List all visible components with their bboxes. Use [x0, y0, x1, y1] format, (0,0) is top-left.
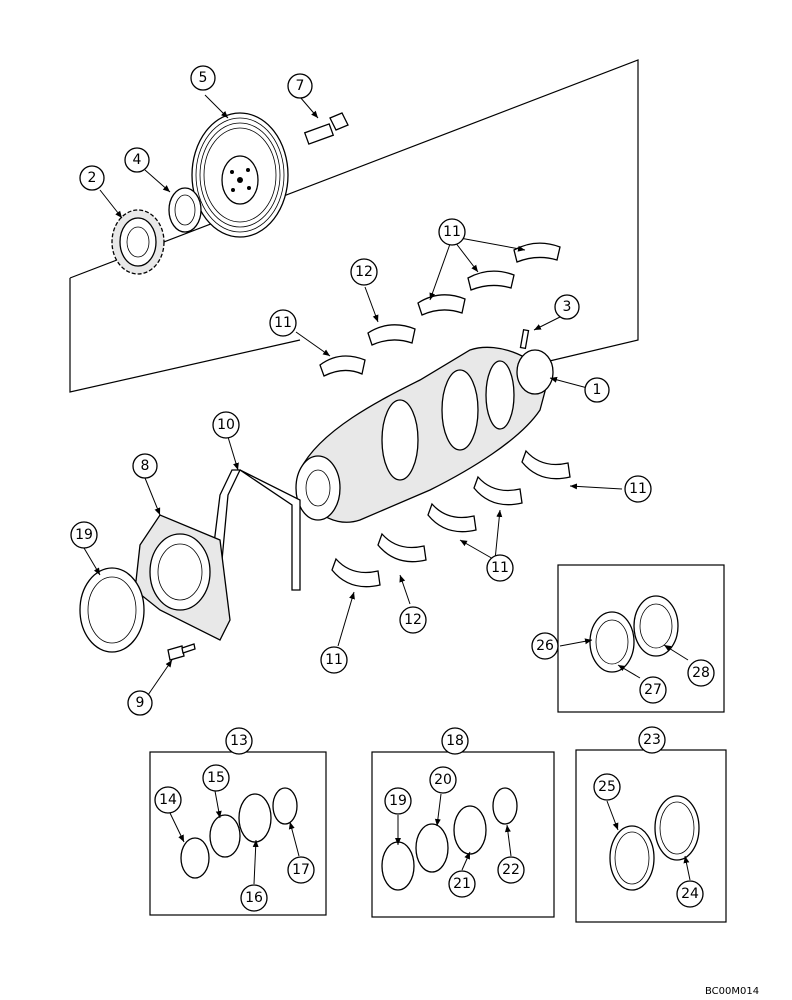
svg-text:11: 11	[629, 481, 647, 497]
callout-2: 2	[79, 165, 105, 191]
svg-text:19: 19	[75, 527, 93, 543]
kit-13-parts	[180, 787, 298, 879]
callout-26: 26	[531, 632, 559, 660]
kit-box-23	[575, 749, 727, 923]
callout-8: 8	[132, 453, 158, 479]
callout-11-top: 11	[438, 218, 466, 246]
rear-seal-ring	[79, 567, 145, 653]
crankshaft	[295, 346, 554, 523]
callout-25: 25	[593, 773, 621, 801]
pulley-bolt	[303, 112, 349, 145]
svg-text:23: 23	[643, 732, 661, 748]
svg-text:11: 11	[491, 560, 509, 576]
callout-11-right: 11	[624, 475, 652, 503]
svg-text:26: 26	[536, 638, 554, 654]
callout-5: 5	[190, 65, 216, 91]
callout-13: 13	[225, 727, 253, 755]
svg-text:18: 18	[446, 733, 464, 749]
crankshaft-gear	[111, 209, 165, 275]
svg-text:25: 25	[598, 779, 616, 795]
svg-text:4: 4	[133, 152, 142, 168]
dowel-pin	[519, 329, 530, 350]
svg-text:2: 2	[88, 170, 97, 186]
svg-text:19: 19	[389, 793, 407, 809]
bearing-shells-lower	[331, 449, 571, 588]
svg-text:3: 3	[563, 299, 572, 315]
svg-text:5: 5	[199, 70, 208, 86]
callout-27: 27	[639, 676, 667, 704]
svg-text:20: 20	[434, 772, 452, 788]
callout-22: 22	[497, 856, 525, 884]
callout-12-bottom: 12	[399, 606, 427, 634]
callout-14: 14	[154, 786, 182, 814]
rear-seal-housing	[134, 514, 231, 641]
figure-code: BC00M014	[705, 986, 759, 997]
callout-11-bottom: 11	[320, 646, 348, 674]
callout-3: 3	[554, 294, 580, 320]
callout-19-main: 19	[70, 521, 98, 549]
callout-10: 10	[212, 411, 240, 439]
svg-text:9: 9	[136, 695, 145, 711]
callout-20: 20	[429, 766, 457, 794]
callout-11-middle: 11	[486, 554, 514, 582]
callout-28: 28	[687, 659, 715, 687]
svg-text:28: 28	[692, 665, 710, 681]
callout-12-top: 12	[350, 258, 378, 286]
svg-text:7: 7	[296, 78, 305, 94]
callout-7: 7	[287, 73, 313, 99]
svg-text:14: 14	[159, 792, 177, 808]
callout-19-kit: 19	[384, 787, 412, 815]
callout-9: 9	[127, 690, 153, 716]
svg-text:8: 8	[141, 458, 150, 474]
callout-11-left: 11	[269, 309, 297, 337]
svg-text:11: 11	[274, 315, 292, 331]
svg-text:11: 11	[325, 652, 343, 668]
svg-text:12: 12	[404, 612, 422, 628]
kit-box-26	[557, 564, 725, 713]
callout-23: 23	[638, 726, 666, 754]
callout-21: 21	[448, 870, 476, 898]
svg-text:22: 22	[502, 862, 520, 878]
front-group-enclosure	[69, 59, 639, 393]
svg-text:21: 21	[453, 876, 471, 892]
svg-text:10: 10	[217, 417, 235, 433]
rear-cover-gasket	[211, 469, 301, 591]
housing-bolt	[167, 643, 196, 661]
callout-17: 17	[287, 856, 315, 884]
callout-24: 24	[676, 880, 704, 908]
callout-18: 18	[441, 727, 469, 755]
kit-23-parts	[609, 795, 700, 891]
kit-26-parts	[589, 595, 679, 673]
callout-15: 15	[202, 764, 230, 792]
svg-text:13: 13	[230, 733, 248, 749]
crankshaft-pulley	[191, 112, 289, 238]
kit-18-parts	[381, 787, 518, 891]
svg-text:24: 24	[681, 886, 699, 902]
callout-4: 4	[124, 147, 150, 173]
svg-text:15: 15	[207, 770, 225, 786]
svg-text:27: 27	[644, 682, 662, 698]
svg-text:17: 17	[292, 862, 310, 878]
svg-text:12: 12	[355, 264, 373, 280]
callout-1: 1	[584, 377, 610, 403]
svg-text:1: 1	[593, 382, 602, 398]
bearing-shells-upper	[319, 242, 561, 377]
svg-text:16: 16	[245, 890, 263, 906]
callout-16: 16	[240, 884, 268, 912]
front-seal-ring	[168, 187, 202, 233]
svg-text:11: 11	[443, 224, 461, 240]
